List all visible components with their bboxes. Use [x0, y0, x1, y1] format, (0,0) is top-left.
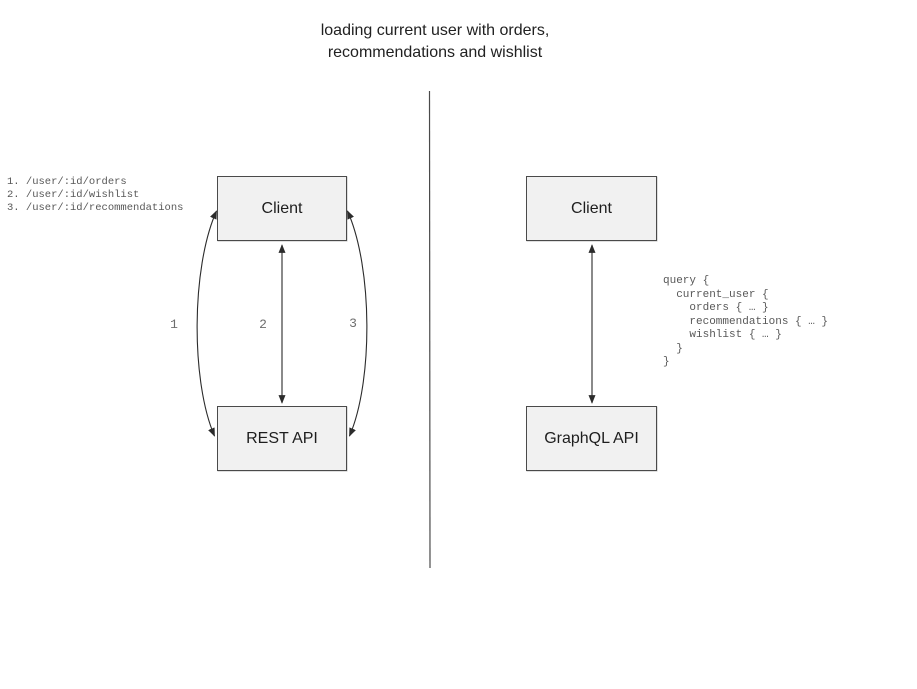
- diagram-title-line-2: recommendations and wishlist: [327, 44, 543, 61]
- rest-api-node: REST API: [217, 406, 347, 471]
- client-node-left: Client: [217, 176, 347, 241]
- client-node-right: Client: [526, 176, 657, 241]
- panel-divider-line: [428, 90, 431, 569]
- client-node-left-label: Client: [261, 199, 303, 217]
- graphql-api-node-label: GraphQL API: [544, 429, 639, 447]
- graphql-query-snippet: query { current_user { orders { … } reco…: [663, 275, 828, 370]
- rest-endpoint-list: 1. /user/:id/orders 2. /user/:id/wishlis…: [7, 176, 183, 215]
- query-line-open: query {: [663, 275, 710, 287]
- query-line-recommendations: recommendations { … }: [663, 315, 829, 328]
- query-line-orders: orders { … }: [663, 302, 769, 314]
- query-line-close-outer: }: [663, 356, 670, 368]
- query-line-current-user: current_user {: [663, 288, 769, 301]
- arrow-label-3: 3: [349, 316, 357, 331]
- rest-arrow-recommendations-curve: [346, 210, 368, 437]
- rest-endpoint-recommendations: 3. /user/:id/recommendations: [7, 202, 184, 214]
- rest-arrow-orders-curve: [196, 210, 218, 437]
- rest-api-node-label: REST API: [246, 429, 318, 447]
- client-node-right-label: Client: [571, 199, 612, 217]
- arrow-label-2: 2: [259, 317, 267, 332]
- rest-endpoint-orders: 1. /user/:id/orders: [7, 176, 127, 188]
- query-line-close-inner: }: [663, 342, 683, 355]
- diagram-title: loading current user with orders, recomm…: [135, 20, 735, 64]
- query-line-wishlist: wishlist { … }: [663, 329, 782, 341]
- arrow-label-1: 1: [170, 317, 178, 332]
- rest-endpoint-wishlist: 2. /user/:id/wishlist: [7, 189, 140, 201]
- diagram-title-line-1: loading current user with orders,: [320, 22, 550, 39]
- graphql-api-node: GraphQL API: [526, 406, 657, 471]
